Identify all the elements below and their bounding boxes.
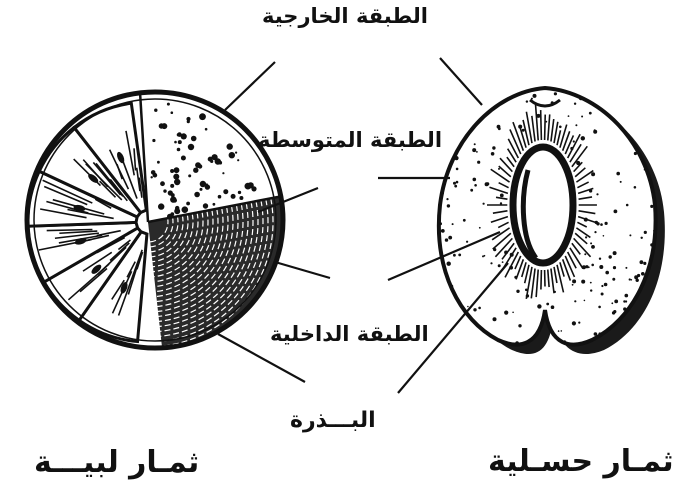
label-outer-layer: الطبقة الخارجية — [262, 4, 428, 28]
left-fruit-segments — [28, 103, 147, 341]
label-middle-layer: الطبقة المتوسطة — [258, 128, 442, 152]
berry-fruit-cross-section — [27, 91, 285, 348]
label-seed: البـــذرة — [290, 408, 376, 433]
pointer-inner-left — [275, 262, 330, 278]
pointer-outer-left — [225, 62, 275, 110]
drupe-fruit-cross-section — [439, 88, 665, 354]
pointer-outer-right — [440, 58, 482, 105]
caption-berry-fruit: ثمـار لبيـــة — [34, 445, 199, 480]
caption-drupe-fruit: ثمـار حسـلية — [488, 444, 674, 479]
label-inner-layer: الطبقة الداخلية — [270, 322, 429, 346]
